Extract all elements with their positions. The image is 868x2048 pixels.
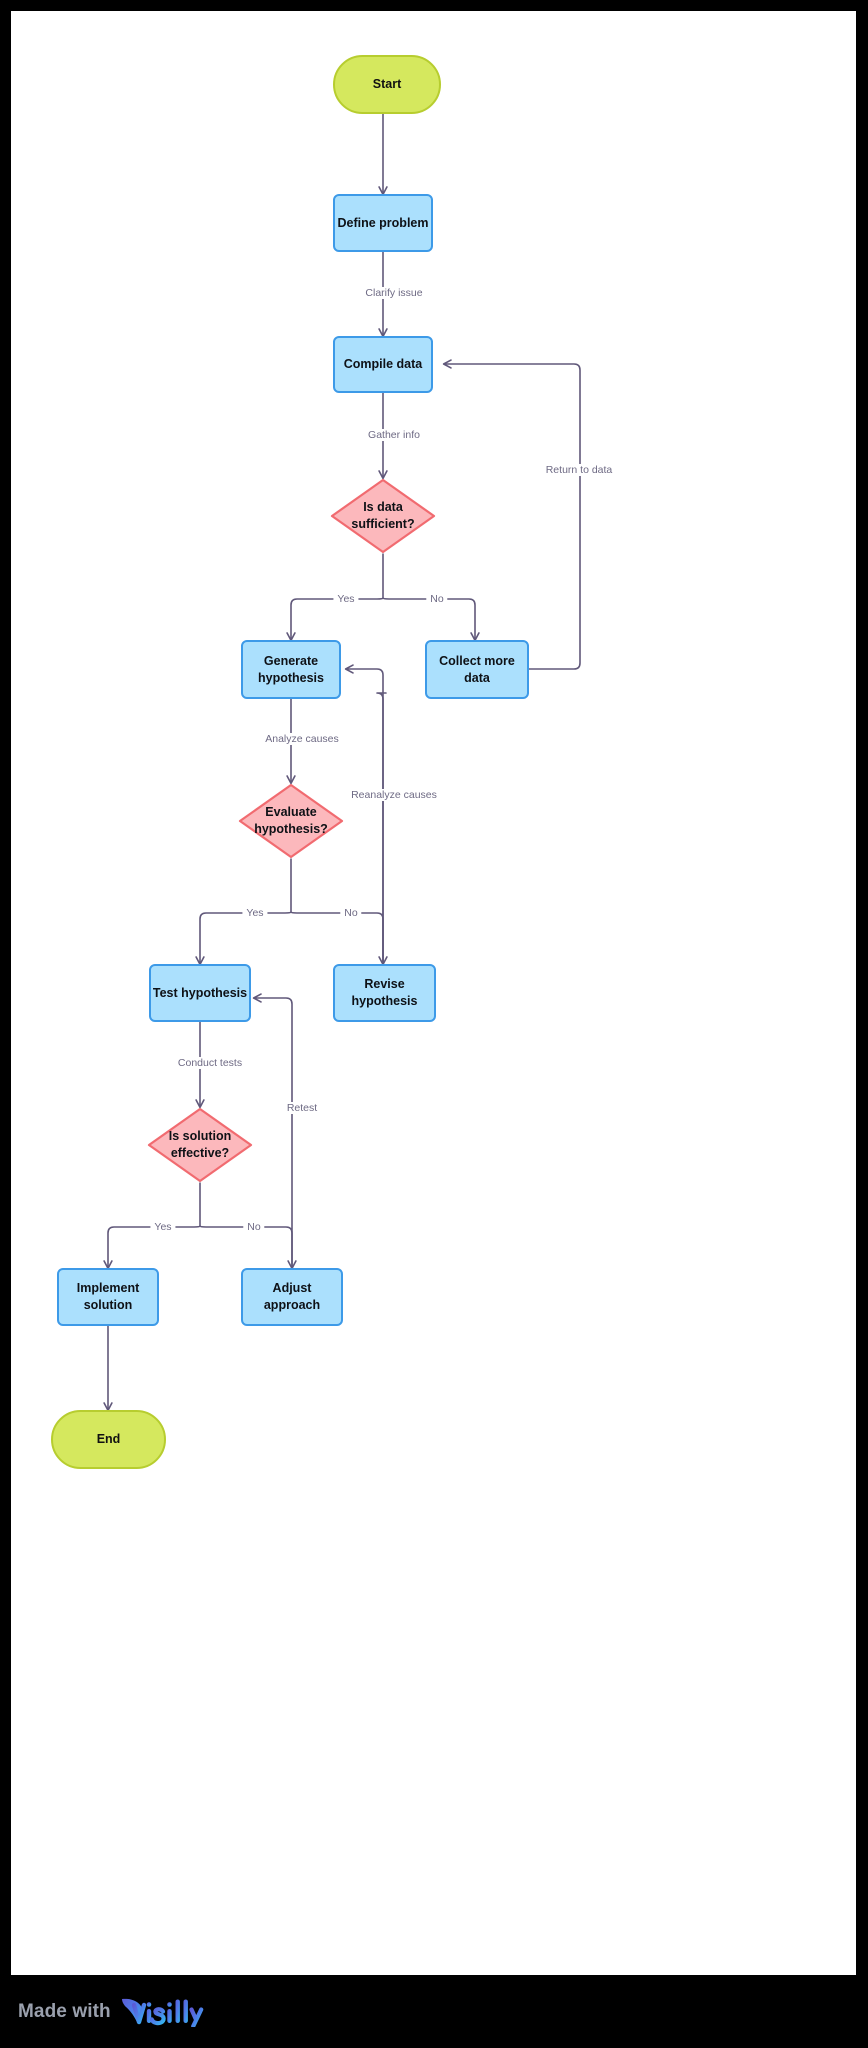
node-start-label: Start	[372, 77, 402, 92]
edge-label-conduct-tests: Conduct tests	[173, 1057, 247, 1069]
diamond-shape-is-data-sufficient	[330, 478, 436, 554]
node-evaluate-hypothesis-label: Evaluate hypothesis?	[254, 805, 328, 836]
flowchart-stage: Start Define problem Compile data Is dat…	[11, 11, 856, 1975]
edge-label-retest: Retest	[282, 1102, 322, 1114]
node-collect-more-data-label: Collect more data	[439, 653, 515, 685]
edge-label-yes-evaluate-hypothesis: Yes	[242, 907, 268, 919]
node-evaluate-hypothesis[interactable]: Evaluate hypothesis?	[238, 783, 344, 859]
node-generate-hypothesis[interactable]: Generate hypothesis	[241, 640, 341, 699]
node-adjust-approach-label: Adjust approach	[263, 1281, 321, 1312]
diamond-shape-evaluate-hypothesis	[238, 783, 344, 859]
edge-collect-compile-return	[442, 359, 581, 670]
edge-label-return-to-data: Return to data	[541, 464, 617, 476]
visily-logo-icon	[121, 1998, 204, 2027]
edge-isdata-no-collect	[382, 597, 480, 642]
edge-label-yes-is-solution-effective: Yes	[150, 1221, 176, 1233]
node-generate-hypothesis-label: Generate hypothesis	[258, 653, 324, 685]
node-revise-hypothesis[interactable]: Revise hypothesis	[333, 964, 436, 1022]
edge-revise-up	[376, 692, 387, 965]
diagram-canvas: Start Define problem Compile data Is dat…	[11, 11, 856, 1975]
node-is-data-sufficient[interactable]: Is data sufficient?	[330, 478, 436, 554]
node-test-hypothesis[interactable]: Test hypothesis	[149, 964, 251, 1022]
edge-revise-generate	[344, 664, 384, 963]
node-implement-solution[interactable]: Implement solution	[57, 1268, 159, 1326]
visily-watermark: Made with	[18, 1995, 206, 2029]
node-is-data-sufficient-label: Is data sufficient?	[351, 500, 415, 531]
node-adjust-approach[interactable]: Adjust approach	[241, 1268, 343, 1326]
edge-label-gather-info: Gather info	[364, 429, 424, 441]
node-is-solution-effective[interactable]: Is solution effective?	[147, 1107, 253, 1183]
edge-revise-generate-a	[343, 669, 383, 964]
diamond-shape-is-solution-effective	[147, 1107, 253, 1183]
watermark-prefix-text: Made with	[18, 2001, 111, 2022]
edge-label-no-is-solution-effective: No	[243, 1221, 265, 1233]
node-end-label: End	[96, 1432, 121, 1447]
node-test-hypothesis-label: Test hypothesis	[152, 985, 248, 1000]
edge-revise-hidden	[343, 669, 383, 693]
node-revise-hypothesis-label: Revise hypothesis	[351, 977, 418, 1008]
edge-evaluate-no-revise	[290, 911, 388, 966]
node-define-problem[interactable]: Define problem	[333, 194, 433, 252]
node-implement-solution-label: Implement solution	[76, 1281, 140, 1312]
node-end[interactable]: End	[51, 1410, 166, 1469]
edge-label-no-evaluate-hypothesis: No	[340, 907, 362, 919]
edge-adjust-test-retest	[252, 993, 293, 1269]
node-compile-data[interactable]: Compile data	[333, 336, 433, 393]
node-start[interactable]: Start	[333, 55, 441, 114]
edge-label-analyze-causes: Analyze causes	[261, 733, 343, 745]
edge-label-clarify-issue: Clarify issue	[361, 287, 427, 299]
edge-label-reanalyze-causes: Reanalyze causes	[347, 789, 441, 801]
node-define-problem-label: Define problem	[337, 215, 429, 230]
edge-label-no-is-data-sufficient: No	[426, 593, 448, 605]
node-compile-data-label: Compile data	[343, 357, 423, 372]
node-collect-more-data[interactable]: Collect more data	[425, 640, 529, 699]
node-is-solution-effective-label: Is solution effective?	[168, 1129, 232, 1160]
edge-label-yes-is-data-sufficient: Yes	[333, 593, 359, 605]
